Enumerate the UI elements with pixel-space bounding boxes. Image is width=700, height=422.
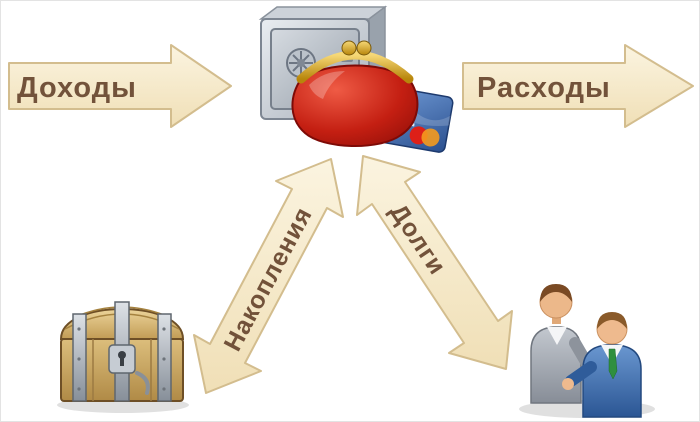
- chest-rivets: [77, 327, 166, 391]
- purse-clasp-ball-right: [356, 40, 372, 56]
- purse-frame: [296, 50, 414, 84]
- expenses-label: Расходы: [477, 72, 611, 104]
- treasure-chest-icon: [57, 301, 189, 413]
- person-gray-neck: [552, 315, 561, 324]
- purse-highlight: [309, 71, 345, 99]
- savings-label: Накопления: [219, 202, 318, 356]
- person-blue-arm: [565, 361, 597, 387]
- people-icon: [519, 284, 655, 418]
- person-gray-hair: [540, 284, 572, 302]
- chest-hanging-hasp: [135, 371, 150, 395]
- person-blue-hand: [562, 378, 574, 390]
- income-arrow: [8, 44, 232, 128]
- person-blue-hair: [597, 312, 627, 329]
- savings-arrow: [193, 158, 344, 394]
- purse-body: [291, 64, 419, 148]
- chest-keyhole-slot: [120, 356, 124, 366]
- purse-icon: [291, 40, 419, 148]
- income-label: Доходы: [17, 72, 137, 104]
- safe-dial-hub: [297, 59, 305, 67]
- person-blue: [562, 312, 642, 418]
- person-gray-shirt: [547, 327, 567, 345]
- debts-arrow: [356, 155, 513, 370]
- mastercard-orange-circle: [421, 128, 440, 147]
- safe-top-face: [258, 6, 388, 20]
- person-blue-tie: [608, 348, 618, 380]
- expenses-arrow: [462, 44, 694, 128]
- purse-clasp-ball-left: [341, 40, 357, 56]
